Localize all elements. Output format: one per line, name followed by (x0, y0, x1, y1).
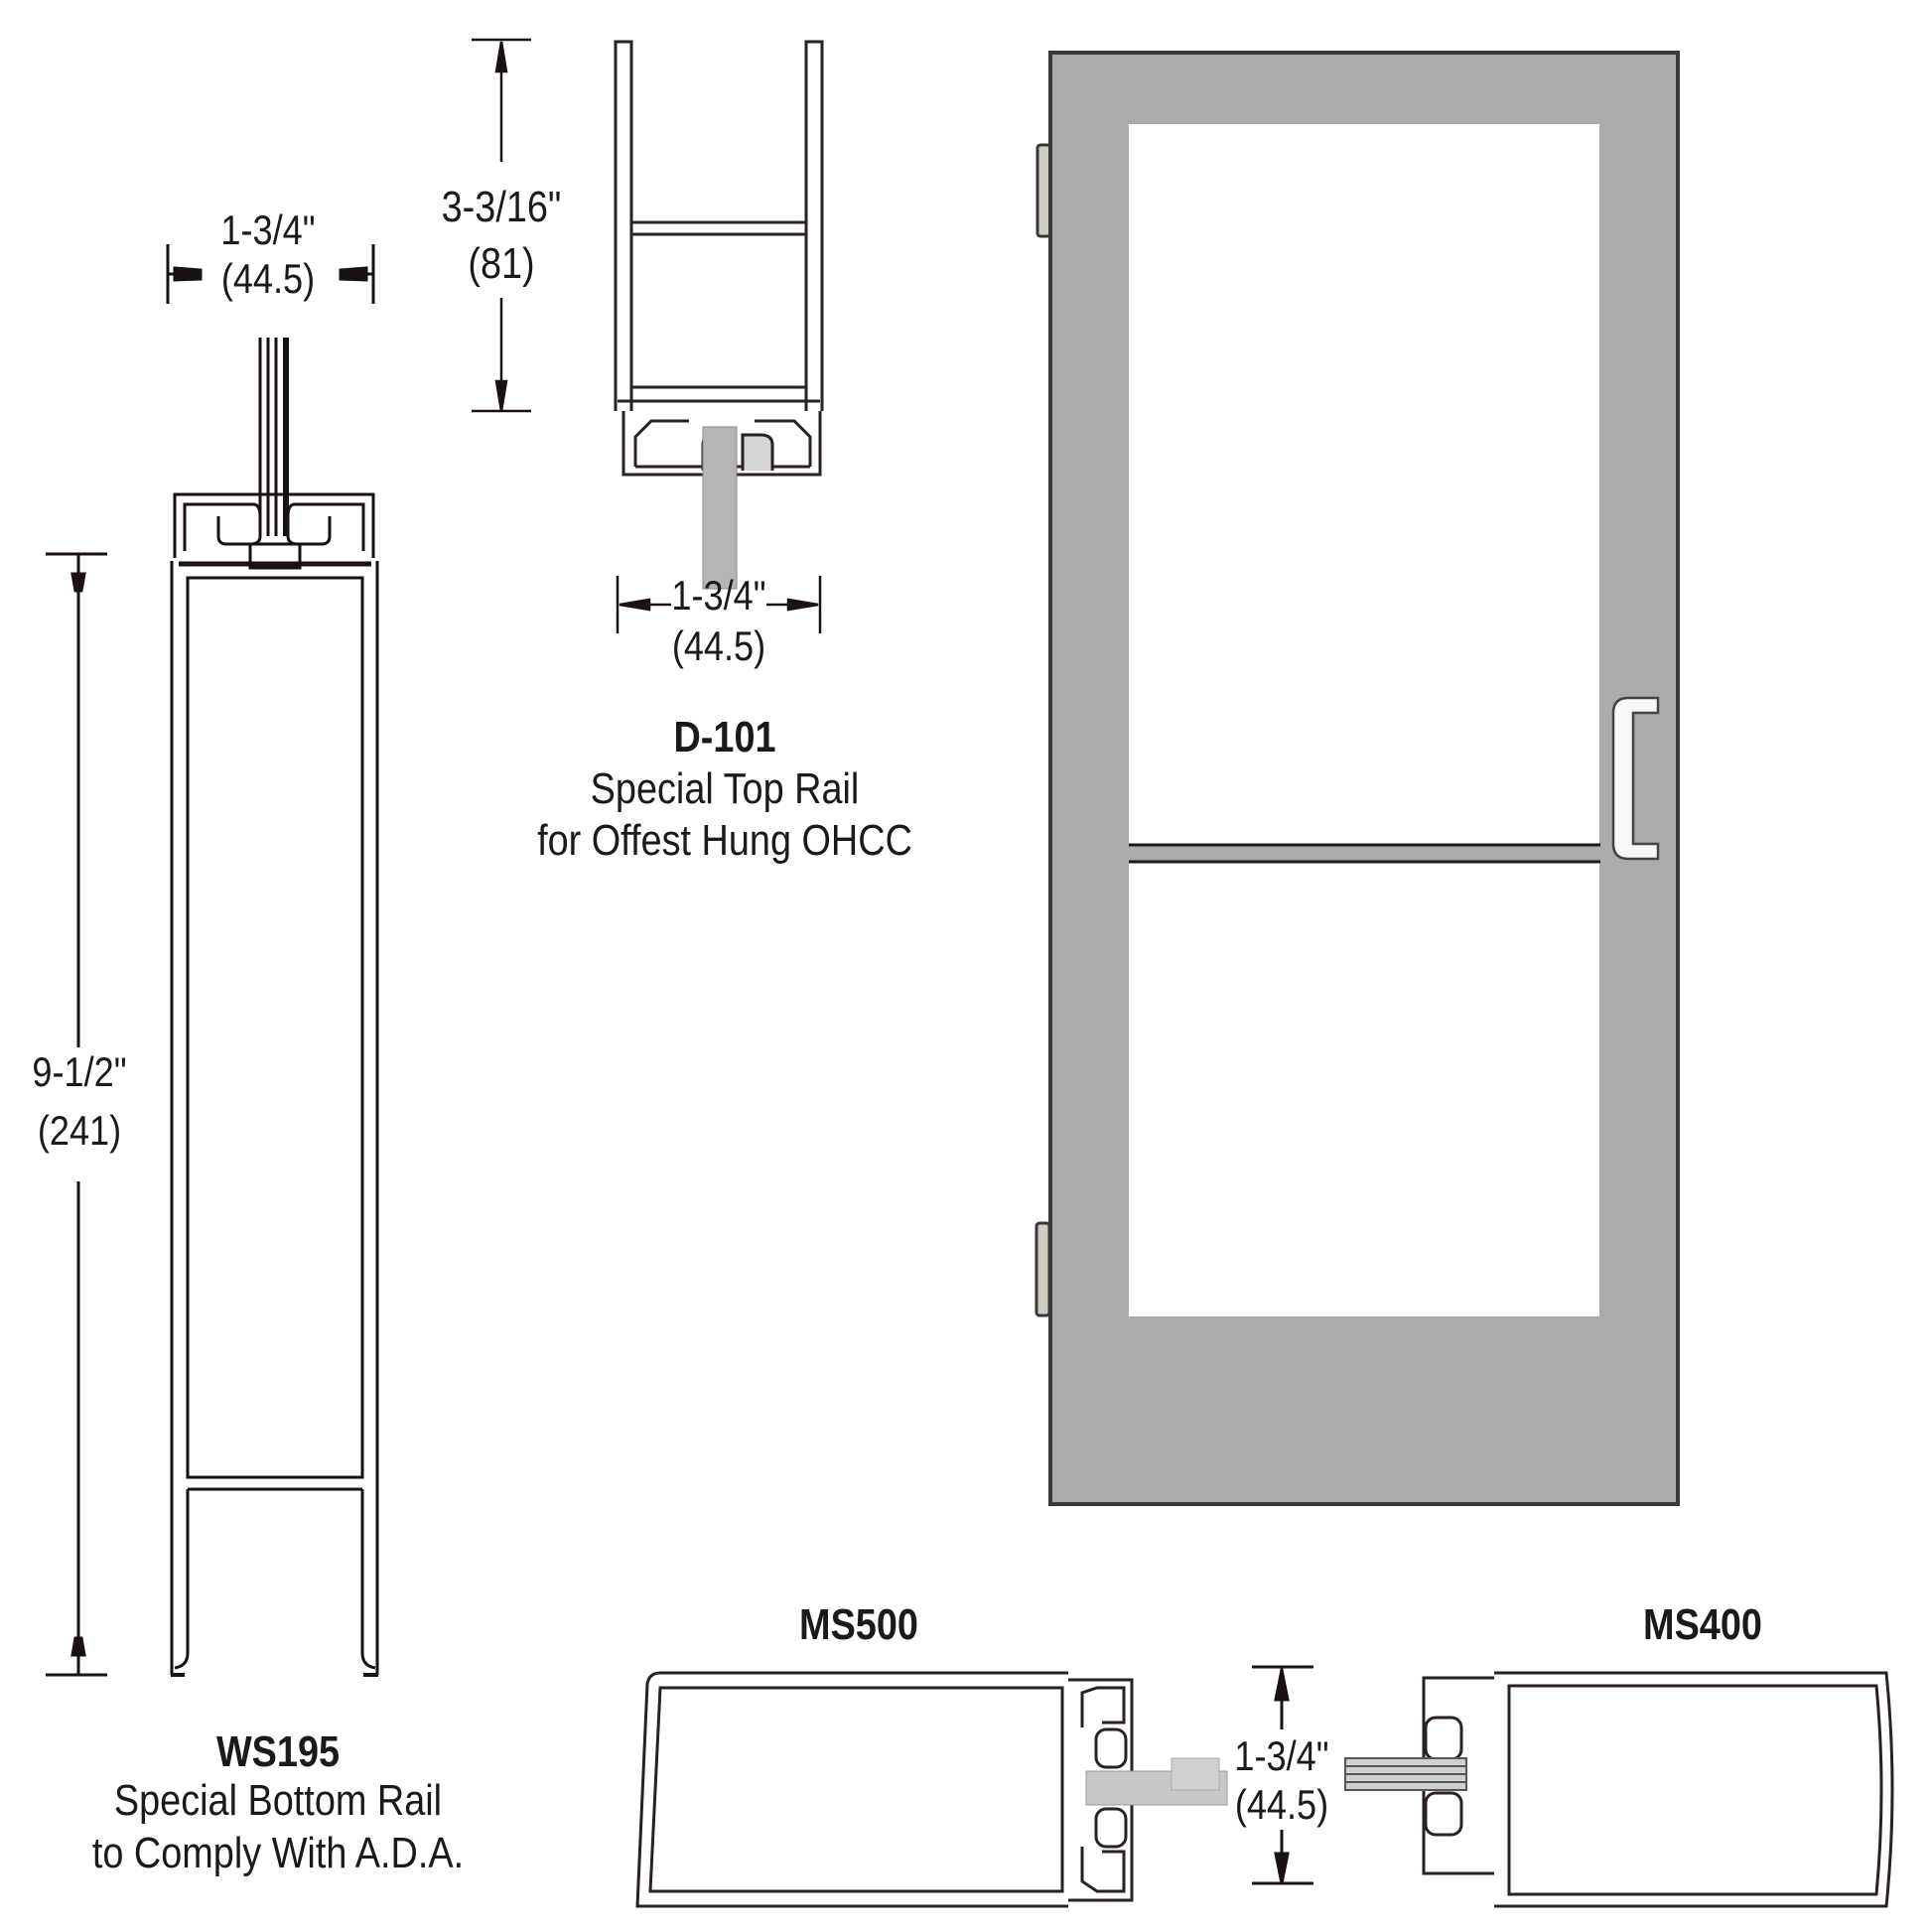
d101-glass (702, 426, 738, 590)
door-glass-lower (1129, 863, 1599, 1316)
d101-profile (614, 40, 824, 477)
d101-desc-line1: Special Top Rail (590, 764, 860, 813)
ws195-width-imperial: 1-3/4" (220, 207, 316, 253)
ws195-profile (170, 338, 379, 1677)
stile-thickness-imperial: 1-3/4" (1234, 1732, 1329, 1779)
d101-height-dimension (472, 38, 531, 413)
ws195-desc-line2: to Comply With A.D.A. (91, 1829, 465, 1877)
d101-height-metric: (81) (468, 239, 535, 288)
ws195-height-dimension (46, 552, 107, 1677)
ws195-width-metric: (44.5) (220, 255, 316, 302)
ms400-glass (1171, 1757, 1467, 1791)
ms500-title: MS500 (799, 1600, 918, 1649)
ws195-width-dimension (166, 244, 375, 304)
ms500-profile (635, 1671, 1134, 1908)
pull-handle-icon[interactable] (1611, 696, 1660, 861)
ws195-height-imperial: 9-1/2" (32, 1048, 127, 1095)
ws195-height-metric: (241) (37, 1107, 122, 1154)
ms400-title: MS400 (1643, 1600, 1762, 1649)
d101-desc-line2: for Offest Hung OHCC (537, 816, 912, 865)
ms400-profile (1422, 1671, 1894, 1908)
stile-thickness-metric: (44.5) (1234, 1781, 1329, 1828)
door-elevation (1035, 51, 1680, 1506)
ws195-desc-line1: Special Bottom Rail (113, 1776, 443, 1825)
d101-height-imperial: 3-3/16" (441, 183, 562, 231)
d101-width-imperial: 1-3/4" (671, 572, 766, 619)
ws195-title: WS195 (215, 1727, 341, 1776)
d101-title: D-101 (673, 713, 776, 761)
door-glass-upper (1129, 124, 1599, 844)
d101-width-metric: (44.5) (671, 622, 766, 669)
hinge-bottom-icon (1035, 1221, 1051, 1317)
d101-width-dimension (616, 576, 822, 633)
stile-thickness-dimension (1252, 1665, 1313, 1885)
